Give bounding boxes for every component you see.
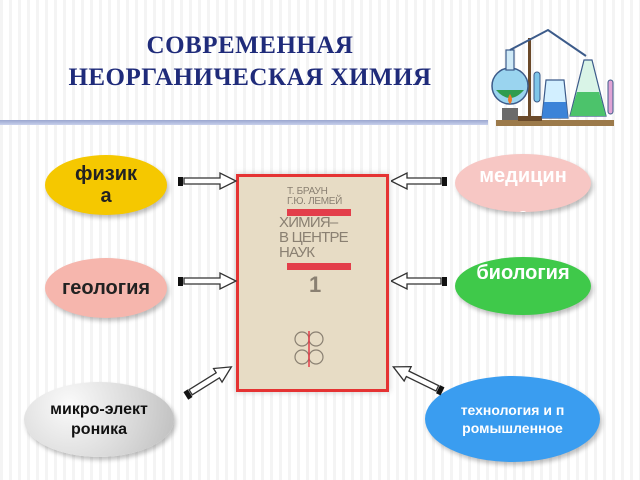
chemistry-lab-apparatus-icon [491, 28, 614, 126]
page-title: СОВРЕМЕННАЯ НЕОРГАНИЧЕСКАЯ ХИМИЯ [20, 30, 480, 94]
node-physics: физика [45, 155, 167, 215]
arrow-geology-to-book [178, 271, 238, 291]
title-line-1: СОВРЕМЕННАЯ [146, 32, 354, 59]
node-geology: геология [45, 258, 167, 318]
node-physics-label: физика [74, 163, 138, 207]
book-cover: Т. БРАУН Г.Ю. ЛЕМЕЙ ХИМИЯ– В ЦЕНТРЕ НАУК… [236, 174, 389, 392]
arrow-medicine-to-book [391, 171, 447, 191]
node-medicine: медицина [455, 154, 591, 212]
book-volume: 1 [309, 272, 322, 297]
node-biology: биология [455, 257, 591, 315]
book-title: ХИМИЯ– В ЦЕНТРЕ НАУК [279, 215, 369, 260]
title-line-2: НЕОРГАНИЧЕСКАЯ ХИМИЯ [68, 64, 432, 91]
book-bar-bottom [287, 263, 351, 270]
node-micro-label: микро-электроника [50, 400, 148, 438]
arrow-biology-to-book [391, 271, 447, 291]
node-medicine-label: медицина [479, 165, 567, 212]
arrow-physics-to-book [178, 171, 238, 191]
book-title-line-3: НАУК [279, 244, 315, 261]
book-title-line-2: В ЦЕНТРЕ [279, 229, 349, 246]
book-author-1: Т. БРАУН [287, 186, 328, 197]
book-authors: Т. БРАУН Г.Ю. ЛЕМЕЙ [287, 187, 342, 207]
title-underline [0, 120, 488, 125]
node-biology-label: биология [476, 262, 570, 284]
book-title-line-1: ХИМИЯ– [279, 214, 338, 231]
node-technology: технология и промышленное [425, 376, 600, 462]
arrow-tech-to-book [391, 365, 445, 396]
node-tech-label: технология и промышленное [460, 402, 565, 436]
node-microelectronics: микро-электроника [24, 382, 174, 457]
atom-emblem-icon [294, 331, 324, 367]
book-author-2: Г.Ю. ЛЕМЕЙ [287, 196, 343, 207]
node-geology-label: геология [61, 277, 151, 299]
book-bar-top [287, 209, 351, 216]
arrow-micro-to-book [183, 366, 233, 400]
